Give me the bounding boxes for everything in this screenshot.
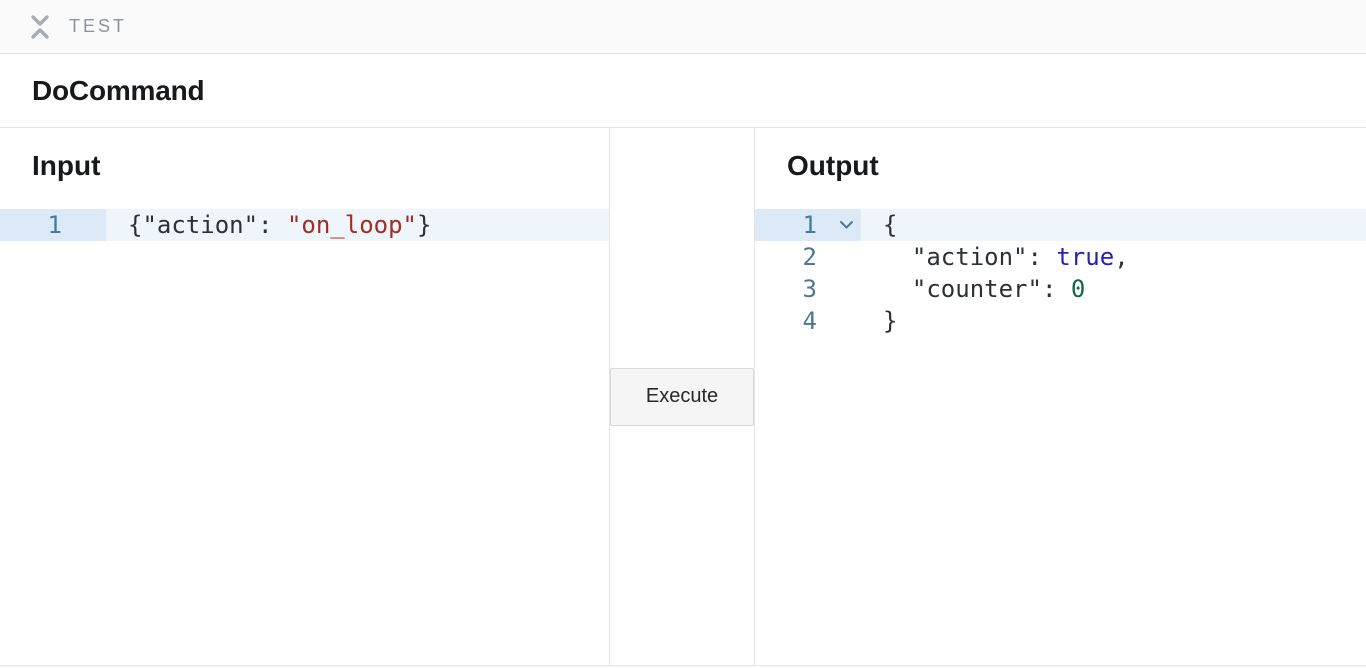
command-title: DoCommand [32,74,205,106]
token-plain: { [883,211,898,239]
token-plain: "counter": [883,275,1071,303]
code-line-content[interactable]: {"action": "on_loop"} [106,209,609,241]
line-number: 4 [802,307,817,335]
code-line-content[interactable]: "action": true, [861,241,1366,273]
fold-gutter-spacer [831,273,861,305]
token-plain: "action": [883,243,1057,271]
collapse-vertical-icon [31,14,49,39]
execute-column: Execute [609,128,755,665]
fold-gutter-spacer [831,241,861,273]
test-main-area: Input 1{"action": "on_loop"} Execute Out… [0,128,1366,666]
editor-line[interactable]: 1{ [755,209,1366,241]
bottom-edge [0,666,1366,668]
token-plain: , [1114,243,1129,271]
fold-gutter-spacer [76,209,106,241]
code-line-content[interactable]: } [861,305,1366,337]
editor-line[interactable]: 3 "counter": 0 [755,273,1366,305]
token-plain: } [883,307,898,335]
code-line-content[interactable]: "counter": 0 [861,273,1366,305]
input-code-editor[interactable]: 1 {"action": "on_loop"} [0,209,609,241]
command-title-row: DoCommand [0,54,1366,128]
token-plain: } [417,211,432,239]
test-section-label: TEST [69,16,128,36]
line-number: 1 [755,209,831,241]
token-plain: {"action": [128,211,287,239]
input-panel-title: Input [32,150,101,181]
editor-line[interactable]: 2 "action": true, [755,241,1366,273]
chevron-down-icon [839,221,853,229]
input-panel: Input 1 {"action": "on_loop"} [0,128,609,665]
editor-line[interactable]: 1 {"action": "on_loop"} [0,209,609,241]
fold-gutter-spacer [831,305,861,337]
token-bool: true [1056,243,1115,271]
code-line-content[interactable]: { [861,209,1366,241]
editor-line[interactable]: 4} [755,305,1366,337]
line-number: 3 [802,275,817,303]
output-panel: Output 1{2 "action": true,3 "counter": 0… [755,128,1366,665]
line-number: 1 [0,209,76,241]
line-number: 2 [802,243,817,271]
test-header-bar: TEST [0,0,1366,54]
execute-button[interactable]: Execute [610,367,754,426]
token-number: 0 [1070,275,1086,303]
token-string: "on_loop" [286,211,417,239]
collapse-panel-button[interactable] [28,13,52,41]
fold-toggle[interactable] [831,209,861,241]
output-panel-title: Output [787,150,879,181]
